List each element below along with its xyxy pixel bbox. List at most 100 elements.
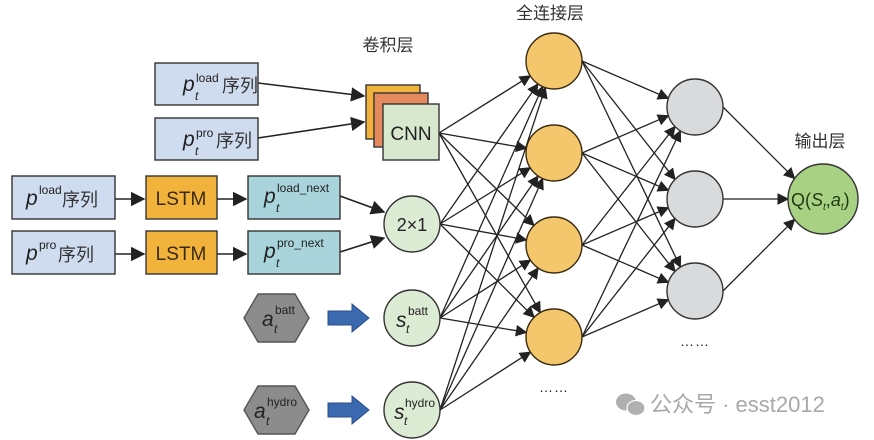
wechat-icon (616, 393, 646, 417)
conv-layer-label: 卷积层 (363, 36, 414, 56)
input-pload-box: p load 序列 (11, 175, 116, 220)
edge-cnn-to-fc-4 (438, 132, 541, 314)
edge-merge-to-fc-1 (439, 82, 539, 225)
input-ppro-box: p pro 序列 (11, 230, 116, 275)
lstm-1-label: LSTM (156, 189, 207, 210)
input-pt-pro-sub: t (195, 144, 199, 158)
edge-fc-1-to-hidden-3 (581, 60, 682, 269)
edge-fc-3-to-hidden-3 (581, 244, 670, 284)
edge-state-batt-to-fc-2 (439, 175, 539, 319)
output-sub1: t (823, 202, 827, 213)
edge-fc-2-to-hidden-3 (581, 152, 676, 273)
edge-fc-2-to-hidden-1 (581, 114, 670, 154)
output-close: ) (844, 190, 850, 210)
edge-state-batt-to-fc-1 (439, 85, 544, 319)
fc-layer-label: 全连接层 (516, 4, 584, 24)
watermark: 公众号 · esst2012 (616, 392, 825, 417)
fc-node-1 (525, 32, 583, 90)
state-batt-base: s (396, 309, 407, 332)
fc-node-4 (525, 308, 583, 366)
arrow-pred-pro-to-merge (339, 235, 386, 253)
merge-label: 2×1 (397, 215, 428, 235)
cnn-block: CNN (365, 84, 440, 161)
watermark-text: 公众号 · esst2012 (650, 392, 825, 417)
edge-cnn-to-fc-1 (438, 75, 532, 134)
action-hydro-base: a (254, 400, 266, 423)
edge-cnn-to-fc-3 (438, 132, 535, 227)
cnn-label: CNN (390, 124, 431, 145)
pred-pro-sub: t (276, 256, 280, 270)
pred-load-base: p (263, 185, 276, 208)
hidden-node-3 (666, 262, 724, 320)
action-batt-base: a (262, 308, 274, 331)
state-hydro-sup: hydro (405, 396, 435, 410)
hidden-node-1 (666, 78, 724, 136)
input-ppro-suffix: 序列 (58, 245, 94, 265)
action-hydro-hex: a hydro t (243, 385, 310, 435)
pred-load-sup: load_next (277, 181, 330, 195)
input-ppro-sup: pro (39, 238, 57, 252)
state-batt-sup: batt (408, 304, 429, 318)
edge-merge-to-fc-4 (439, 223, 535, 319)
edge-hidden-3-to-output (722, 218, 796, 292)
block-arrow-batt (327, 302, 370, 334)
state-hydro-sub: t (404, 414, 408, 428)
fc-ellipsis: …… (539, 379, 569, 395)
edge-fc-4-to-hidden-3 (581, 298, 670, 338)
edge-state-hydro-to-fc-3 (439, 267, 539, 411)
lstm-block-1: LSTM (145, 175, 218, 220)
pred-load-box: p load_next t (247, 175, 341, 220)
edge-state-hydro-to-fc-1 (439, 86, 548, 411)
output-sub2: t (841, 202, 845, 213)
input-pt-load-suffix: 序列 (222, 76, 258, 96)
hidden-ellipsis: …… (680, 333, 710, 349)
edge-merge-to-fc-3 (439, 223, 528, 244)
action-batt-sup: batt (275, 303, 296, 317)
output-a: a (831, 190, 841, 210)
merge-node: 2×1 (383, 195, 441, 253)
input-pt-load-base: p (182, 73, 195, 96)
input-pt-load-box: p load t 序列 (154, 62, 259, 106)
state-batt-node: s batt t (383, 289, 441, 347)
pred-pro-sup: pro_next (277, 236, 324, 250)
lstm-block-2: LSTM (145, 230, 218, 275)
block-arrow-hydro (327, 394, 370, 426)
pred-pro-box: p pro_next t (247, 230, 341, 275)
fc-layer-nodes (525, 32, 583, 366)
output-comma: , (826, 190, 831, 210)
hidden-node-2 (666, 170, 724, 228)
output-layer-label: 输出层 (795, 132, 846, 152)
cnn-layer-front (382, 103, 440, 161)
input-pload-base: p (25, 187, 38, 210)
edge-fc-2-to-hidden-2 (581, 152, 670, 192)
hidden-layer-nodes (666, 78, 724, 320)
input-pload-sup: load (39, 183, 62, 197)
arrow-pt-pro-to-cnn (257, 116, 366, 139)
edge-state-hydro-to-fc-2 (439, 177, 544, 411)
action-hydro-sub: t (266, 414, 270, 428)
input-ppro-base: p (25, 242, 38, 265)
arrow-pt-load-to-cnn (257, 82, 366, 102)
state-hydro-base: s (394, 401, 405, 424)
input-pt-load-sub: t (195, 89, 199, 103)
state-hydro-node: s hydro t (383, 381, 441, 439)
edge-hidden-1-to-output (722, 106, 796, 180)
arrow-pred-load-to-merge (339, 195, 386, 215)
edge-state-batt-to-fc-3 (439, 259, 532, 319)
input-pt-pro-suffix: 序列 (216, 131, 252, 151)
output-q: Q( (791, 190, 811, 210)
action-batt-sub: t (274, 322, 278, 336)
edge-fc-4-to-hidden-1 (581, 129, 682, 338)
lstm-2-label: LSTM (156, 244, 207, 265)
edge-merge-to-fc-2 (439, 167, 532, 225)
edge-state-batt-to-fc-4 (439, 317, 528, 337)
edge-fc-3-to-hidden-2 (581, 206, 670, 246)
edges (438, 60, 796, 411)
edge-fc-4-to-hidden-2 (581, 217, 676, 338)
input-pt-pro-sup: pro (196, 126, 214, 140)
input-arrows (115, 82, 386, 262)
action-hydro-sup: hydro (267, 395, 297, 409)
output-node: Q(St,at) (787, 163, 859, 235)
edge-fc-3-to-hidden-1 (581, 125, 676, 246)
